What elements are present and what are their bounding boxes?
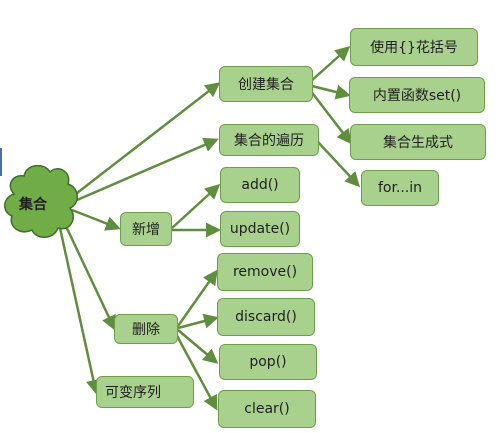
- root-node-label: 集合: [19, 197, 47, 213]
- edge-delete-pop: [177, 329, 219, 364]
- edge-root-mutable: [58, 227, 101, 395]
- edge-delete-discard: [177, 313, 219, 330]
- edge-create-comprehension: [309, 89, 352, 145]
- edge-traverse-forin: [317, 141, 361, 188]
- node-remove-method[interactable]: remove(): [217, 253, 313, 291]
- edge-root-create: [67, 82, 221, 201]
- node-discard-method[interactable]: discard(): [217, 298, 315, 336]
- edge-root-delete: [62, 221, 116, 331]
- node-pop-method[interactable]: pop(): [219, 344, 317, 380]
- node-add-method[interactable]: add(): [220, 167, 300, 203]
- node-clear-method[interactable]: clear(): [218, 390, 316, 428]
- node-for-in[interactable]: for...in: [361, 170, 439, 206]
- edge-create-builtin: [311, 84, 351, 100]
- edge-add-addmethod: [171, 183, 221, 229]
- left-edge-marker: [0, 148, 2, 176]
- edge-root-traverse: [69, 137, 219, 205]
- node-delete[interactable]: 删除: [114, 314, 178, 344]
- edge-delete-remove: [176, 269, 218, 327]
- node-traverse-set[interactable]: 集合的遍历: [219, 124, 319, 156]
- node-add-new[interactable]: 新增: [120, 212, 172, 246]
- node-set-comprehension[interactable]: 集合生成式: [350, 124, 486, 160]
- edge-delete-clear: [174, 333, 218, 411]
- node-create-set[interactable]: 创建集合: [219, 66, 313, 102]
- root-cloud: [4, 164, 78, 238]
- node-mutable-sequence[interactable]: 可变序列: [96, 376, 194, 408]
- edge-root-add: [71, 208, 121, 231]
- node-use-braces[interactable]: 使用{}花括号: [350, 28, 478, 66]
- node-builtin-set[interactable]: 内置函数set(): [349, 77, 485, 113]
- edge-create-braces: [309, 45, 351, 83]
- node-update-method[interactable]: update(): [220, 211, 300, 247]
